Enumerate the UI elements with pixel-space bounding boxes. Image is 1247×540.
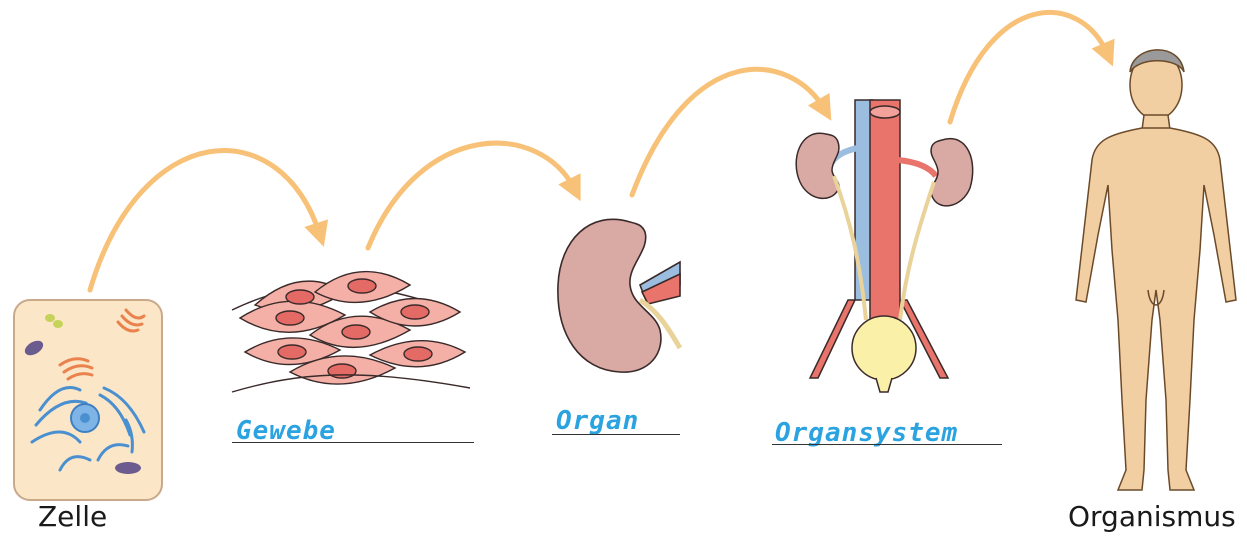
- arrow-organ-to-system: [632, 69, 825, 195]
- label-organismus: Organismus: [1068, 500, 1236, 533]
- answer-line-organsystem: [772, 444, 1002, 445]
- arrow-tissue-to-organ: [368, 143, 575, 248]
- answer-organ: Organ: [556, 406, 639, 436]
- cell-illustration: [14, 300, 162, 500]
- urinary-system-illustration: [796, 100, 973, 392]
- tissue-illustration: [232, 272, 470, 392]
- arrow-cell-to-tissue: [90, 151, 320, 290]
- label-zelle: Zelle: [38, 500, 107, 533]
- human-body-illustration: [1076, 50, 1236, 490]
- answer-line-gewebe: [232, 442, 474, 443]
- kidney-illustration: [558, 219, 680, 372]
- arrow-system-to-organism: [950, 12, 1108, 122]
- answer-line-organ: [552, 434, 680, 435]
